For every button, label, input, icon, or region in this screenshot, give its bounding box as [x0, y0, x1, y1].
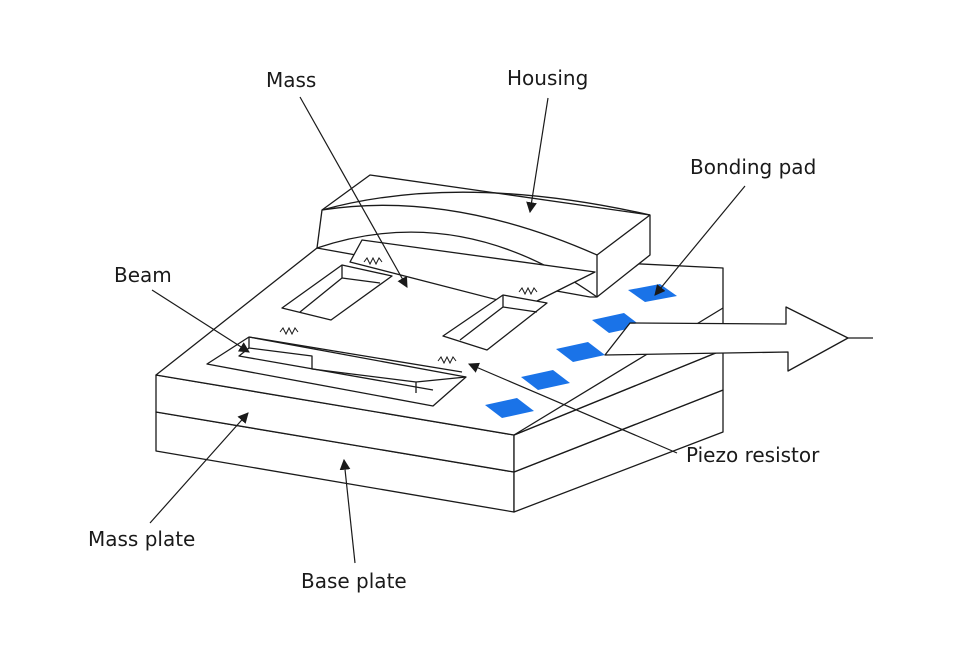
beam-label: Beam [114, 263, 172, 287]
mass-plate-label: Mass plate [88, 527, 196, 551]
housing-leader [526, 97, 549, 214]
bonding-pad-3 [556, 342, 605, 362]
beam-end-edge [415, 376, 467, 383]
base-plate-leader [339, 458, 356, 564]
piezo-resistors [279, 256, 538, 365]
left-cutout [281, 264, 393, 321]
left-cutout-outline [281, 264, 393, 321]
output-arrow-shape [604, 306, 849, 372]
mass-leader [299, 96, 408, 288]
mass-label: Mass [266, 68, 317, 92]
base-plate-label: Base plate [301, 569, 407, 593]
right-cutout [442, 294, 548, 351]
piezo-resistor-squiggle-1 [363, 256, 383, 266]
bonding-pad-5 [485, 398, 534, 418]
right-cutout-outline [442, 294, 548, 351]
bonding-pad-leader [654, 185, 746, 296]
housing-label: Housing [507, 66, 589, 90]
housing [316, 174, 651, 298]
leader-lines [149, 96, 746, 564]
piezo-resistor-label: Piezo resistor [686, 443, 820, 467]
left-cutout-inner-back [341, 277, 381, 284]
housing-front-curve [321, 204, 598, 256]
piezo-resistor-leader [468, 362, 678, 454]
beam-top-edge [248, 336, 463, 373]
beam-leader [151, 289, 250, 353]
housing-right-edge [596, 214, 651, 256]
bonding-pads [485, 284, 677, 418]
mass-plate-leader [149, 412, 249, 524]
piezo-resistor-squiggle-2 [518, 286, 538, 296]
bonding-pad-label: Bonding pad [690, 155, 817, 179]
right-cutout-inner-back [502, 306, 538, 313]
bonding-pad-4 [521, 370, 570, 390]
output-arrow [604, 306, 873, 372]
piezo-resistor-squiggle-3 [279, 326, 299, 336]
piezo-resistor-squiggle-4 [437, 355, 457, 365]
